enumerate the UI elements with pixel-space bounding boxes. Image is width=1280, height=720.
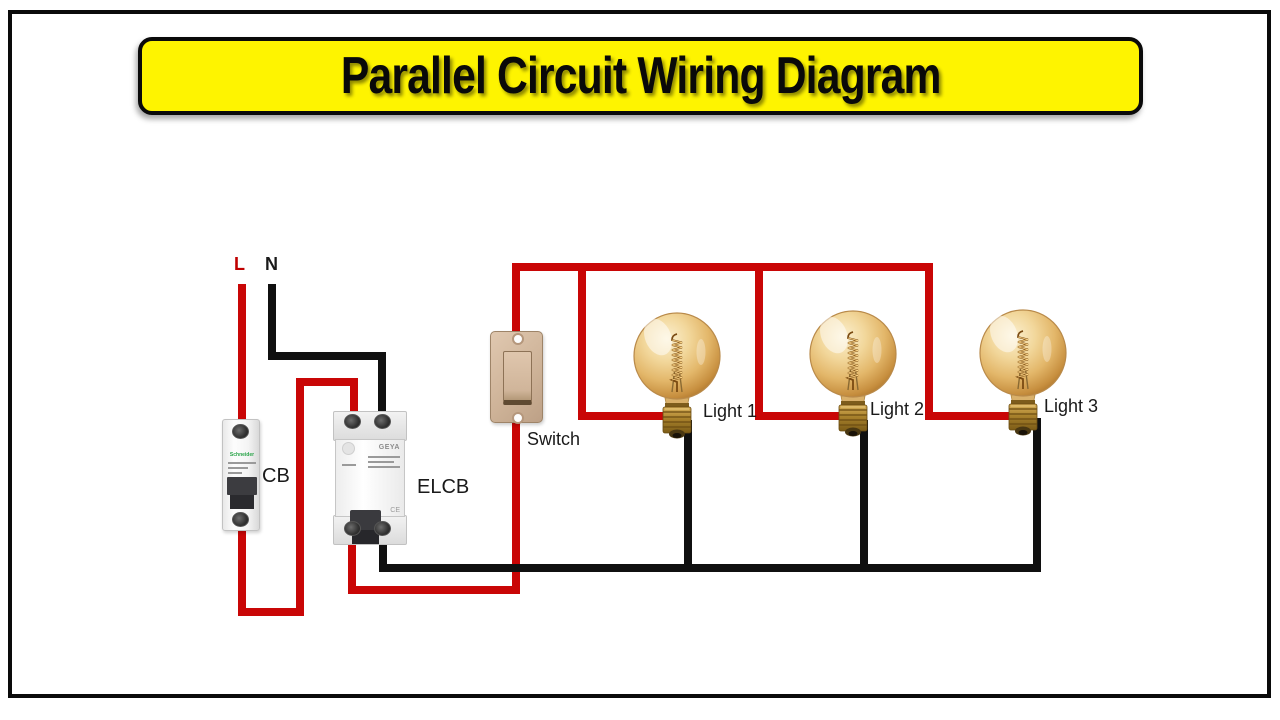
live-wire-to-switch [348,586,520,594]
light-bulb-1 [633,312,721,440]
elcb-markings [368,461,394,463]
elcb-bottom-right-terminal [374,521,391,536]
cb-markings [228,467,248,469]
live-wire-supply-drop [238,284,246,436]
light-switch [490,331,543,424]
elcb-brand-text: GEYA [378,444,400,451]
elcb-bottom-left-terminal [344,521,361,536]
neutral-wire-supply-drop [268,284,276,360]
switch-top-hole [512,333,524,345]
live-wire-riser [296,378,304,616]
live-wire-to-elcb [296,378,358,386]
neutral-wire-elcb-in [378,352,386,424]
elcb-top-right-terminal [374,414,391,429]
light1-label: Light 1 [703,401,758,421]
neutral-wire-light2 [860,420,868,570]
cb-toggle [227,477,257,495]
neutral-wire-light1 [684,420,692,570]
elcb-top-terminal-block [333,411,407,441]
elcb-markings [368,466,400,468]
live-wire-feed-light2 [755,412,847,420]
live-wire-switch-bottom [512,418,520,594]
elcb-markings [342,464,356,466]
elcb-body: GEYA CE [335,439,405,544]
live-wire-feed-light3 [925,412,1015,420]
cb-top-terminal [232,424,249,439]
live-wire-cb-out [238,516,246,616]
cb-toggle-lower [230,495,254,509]
light-bulb-2 [809,310,897,438]
neutral-label: N [265,254,278,274]
switch-rocker [503,351,532,405]
live-wire-feed-light1 [578,412,670,420]
live-wire-top-bus [512,263,933,271]
switch-label: Switch [527,429,581,449]
cb-bottom-terminal [232,512,249,527]
cb-markings [228,472,242,474]
elcb-logo [342,442,355,455]
page-border [8,10,1271,698]
live-wire-elcb-out [348,524,356,594]
elcb-markings [368,456,400,458]
title-banner: Parallel Circuit Wiring Diagram [138,37,1143,115]
elcb-top-left-terminal [344,414,361,429]
neutral-wire-light3 [1033,418,1041,570]
live-wire-elcb-in [350,378,358,424]
live-wire-drop-light3 [925,263,933,420]
neutral-wire-horizontal [268,352,386,360]
light-bulb-3 [979,309,1067,437]
neutral-wire-return-bus [379,564,1041,572]
switch-bottom-hole [512,412,524,424]
cb-markings [228,462,256,464]
light3-label: Light 3 [1044,396,1099,416]
live-wire-switch-top [512,263,520,343]
page-title: Parallel Circuit Wiring Diagram [340,47,942,105]
cb-label: CB [262,465,290,487]
live-wire-drop-light2 [755,263,763,420]
elcb-ce-mark: CE [390,507,400,514]
elcb-label: ELCB [417,476,470,498]
live-wire-bottom-left [238,608,304,616]
cb-brand-text: Schneider [229,452,255,458]
neutral-wire-elcb-out [379,524,387,572]
live-label: L [234,254,245,274]
live-wire-drop-light1 [578,263,586,420]
light2-label: Light 2 [870,399,925,419]
